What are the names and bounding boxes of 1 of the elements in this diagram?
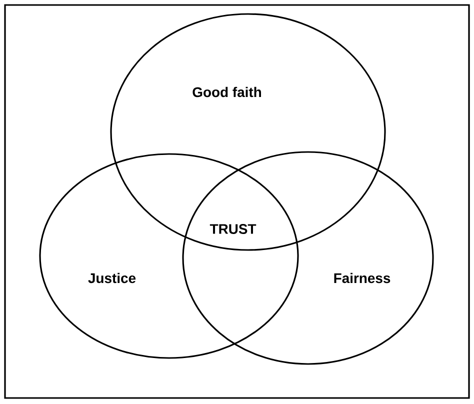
center-label: TRUST xyxy=(210,224,256,234)
